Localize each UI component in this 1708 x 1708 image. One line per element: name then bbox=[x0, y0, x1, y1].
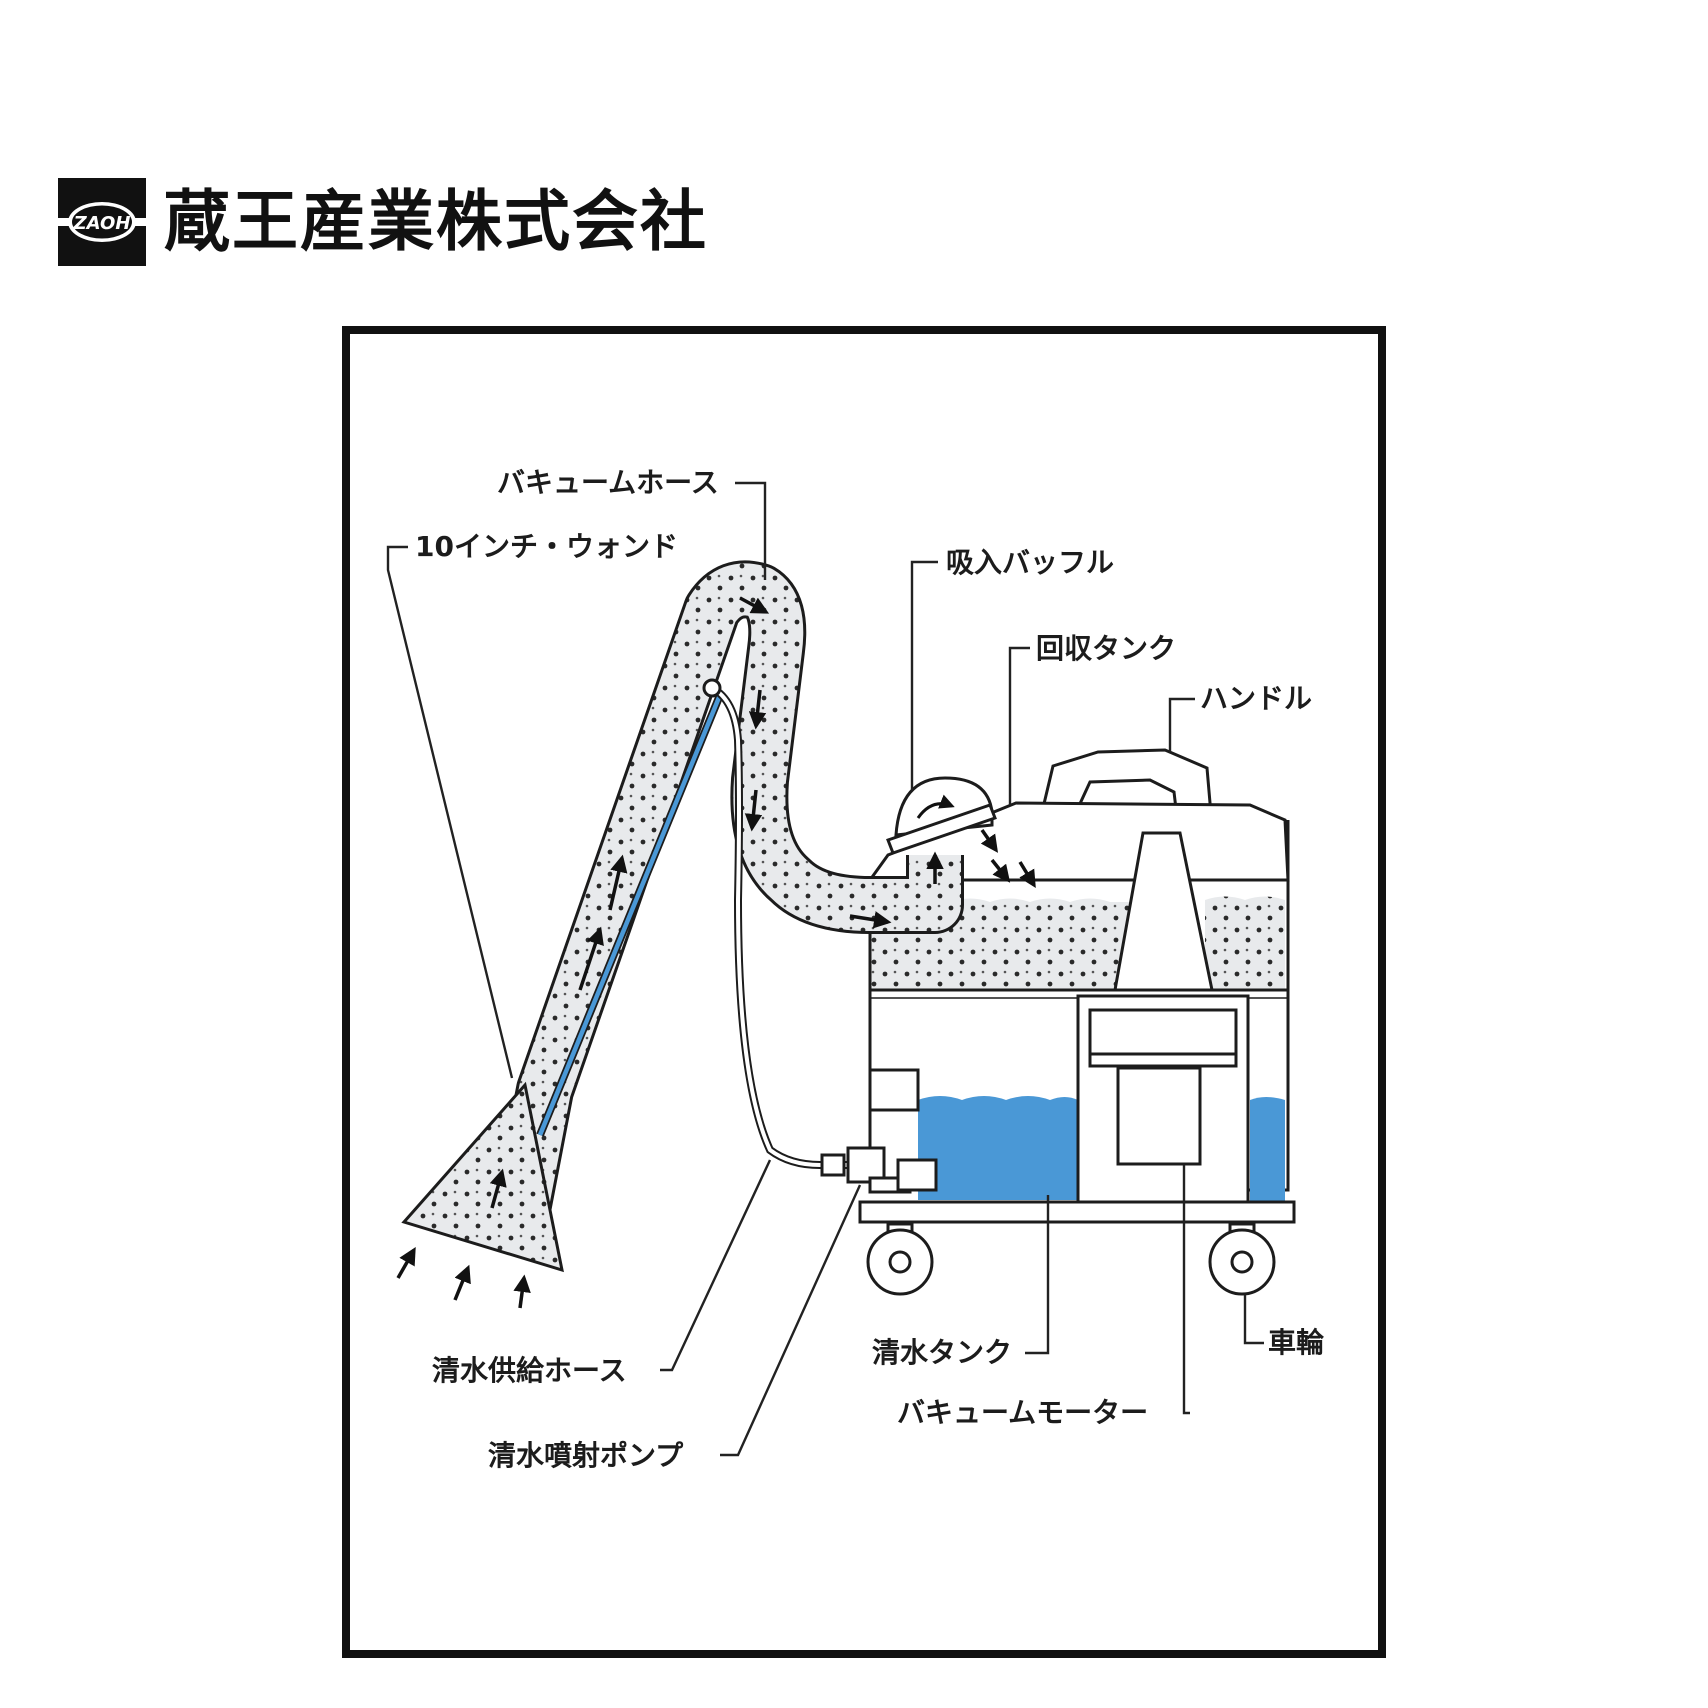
label-wheels: 車輪 bbox=[1268, 1326, 1325, 1359]
leader-lines bbox=[386, 481, 1264, 1457]
label-wand: 10インチ・ウォンド bbox=[415, 530, 678, 563]
part-labels: バキュームホース 10インチ・ウォンド 吸入バッフル 回収タンク ハンドル 清水… bbox=[415, 466, 1325, 1472]
wand-head bbox=[401, 1081, 564, 1273]
base-plate bbox=[858, 1200, 1296, 1224]
label-vacuum-hose: バキュームホース bbox=[497, 466, 719, 499]
label-clean-water-tank: 清水タンク bbox=[872, 1336, 1012, 1369]
wheels bbox=[866, 1222, 1276, 1296]
diagram-frame bbox=[342, 326, 1386, 1658]
label-spray-pump: 清水噴射ポンプ bbox=[488, 1439, 684, 1472]
flow-arrows bbox=[396, 596, 1036, 1309]
label-recovery-tank: 回収タンク bbox=[1036, 632, 1176, 665]
clean-water-fill-right bbox=[1250, 1097, 1285, 1202]
spray-pump bbox=[820, 1146, 938, 1194]
motor-core bbox=[1116, 1066, 1202, 1166]
company-header: ZAOH 蔵王産業株式会社 bbox=[58, 176, 708, 268]
label-vacuum-motor: バキュームモーター bbox=[897, 1396, 1148, 1429]
zaoh-logo: ZAOH bbox=[58, 178, 146, 266]
logo-text: ZAOH bbox=[73, 213, 131, 234]
label-intake-baffle: 吸入バッフル bbox=[946, 546, 1114, 579]
company-name: 蔵王産業株式会社 bbox=[164, 183, 708, 260]
label-handle: ハンドル bbox=[1200, 682, 1312, 715]
machine-body bbox=[858, 748, 1296, 1224]
label-water-supply-hose: 清水供給ホース bbox=[432, 1354, 627, 1387]
clean-water-fill bbox=[918, 1096, 1078, 1200]
recovery-tank-fill-right bbox=[1205, 896, 1285, 990]
intake-baffle bbox=[886, 776, 997, 855]
